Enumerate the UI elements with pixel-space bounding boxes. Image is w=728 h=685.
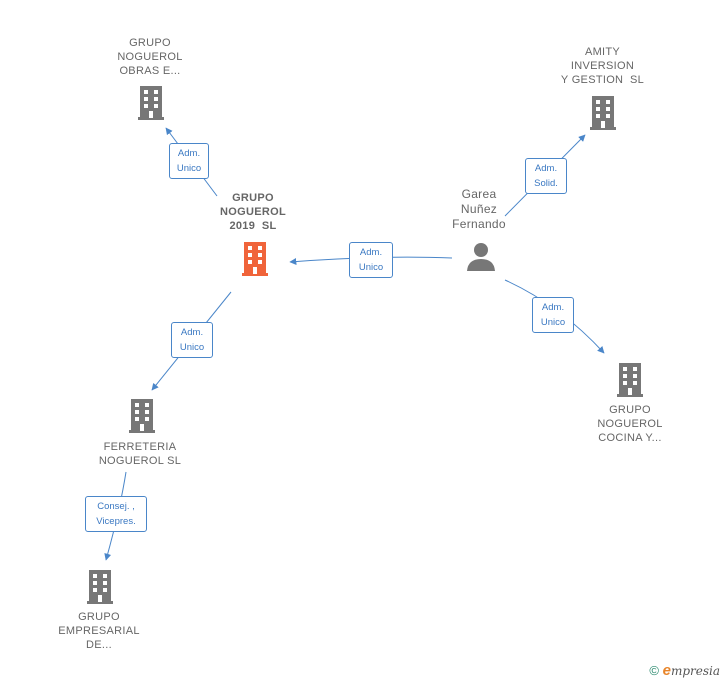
edge-label-cocina[interactable]: Adm. Unico <box>532 297 574 333</box>
node-label-ferreteria[interactable]: FERRETERIA NOGUEROL SL <box>98 441 182 467</box>
person-icon[interactable] <box>466 242 496 272</box>
brand-name: mpresia <box>670 664 720 678</box>
node-label-noguerol-2019[interactable]: GRUPO NOGUEROL 2019 SL <box>220 192 286 232</box>
copyright-icon: © <box>649 663 659 678</box>
building-icon[interactable] <box>617 363 643 397</box>
edge-label-2019[interactable]: Adm. Unico <box>349 242 393 278</box>
edge-label-empresarial[interactable]: Consej. , Vicepres. <box>85 496 147 532</box>
node-label-garea[interactable]: Garea Nuñez Fernando <box>452 187 506 231</box>
building-icon[interactable] <box>87 570 113 604</box>
node-label-obras[interactable]: GRUPO NOGUEROL OBRAS E... <box>117 37 183 77</box>
building-icon[interactable] <box>129 399 155 433</box>
brand-initial: e <box>662 662 671 679</box>
node-label-amity[interactable]: AMITY INVERSION Y GESTION SL <box>560 46 645 86</box>
node-label-empresarial[interactable]: GRUPO EMPRESARIAL DE... <box>58 611 140 651</box>
edge-label-ferreteria[interactable]: Adm. Unico <box>171 322 213 358</box>
empresia-watermark: © empresia <box>649 662 720 679</box>
node-label-cocina[interactable]: GRUPO NOGUEROL COCINA Y... <box>597 404 663 444</box>
edge-label-amity[interactable]: Adm. Solid. <box>525 158 567 194</box>
building-icon-highlighted[interactable] <box>242 242 268 276</box>
building-icon[interactable] <box>138 86 164 120</box>
building-icon[interactable] <box>590 96 616 130</box>
edge-label-obras[interactable]: Adm. Unico <box>169 143 209 179</box>
